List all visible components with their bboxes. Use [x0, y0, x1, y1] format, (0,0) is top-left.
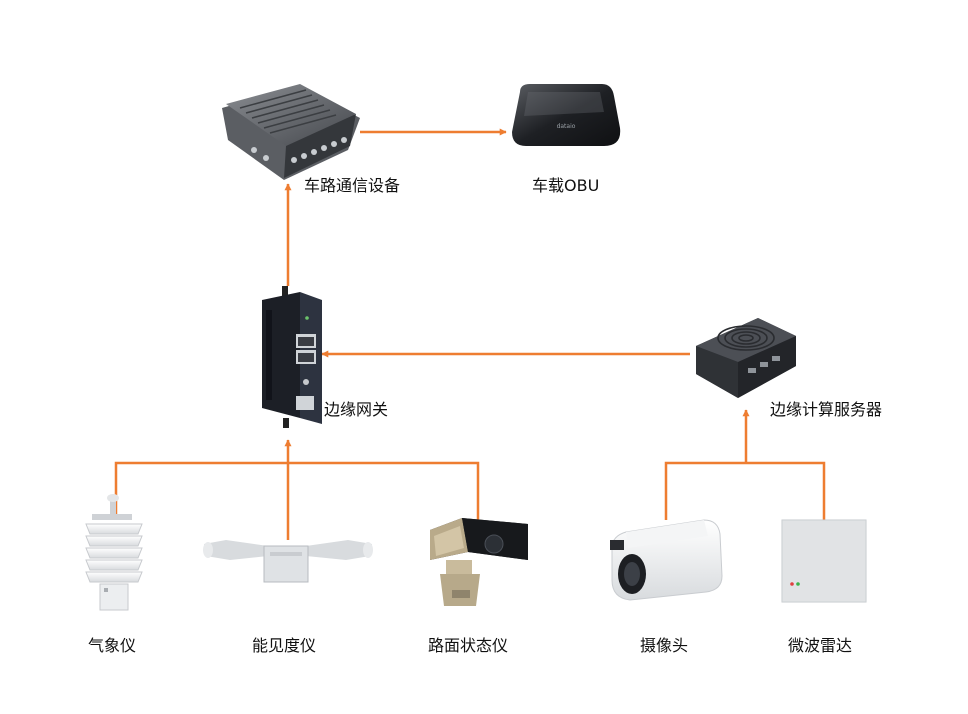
edge-camera-radar-bus [664, 461, 826, 520]
connectors [114, 128, 826, 540]
edge-gateway-icon [262, 286, 322, 428]
road-sensor-icon [430, 518, 528, 606]
obu-logo: dataio [557, 123, 576, 130]
edge-sensor-bus [114, 461, 480, 520]
label-edge-server: 边缘计算服务器 [770, 400, 883, 419]
radar-panel-icon [781, 519, 867, 603]
camera-icon [610, 519, 723, 601]
label-radar: 微波雷达 [788, 636, 853, 655]
label-weather: 气象仪 [88, 636, 137, 655]
rsu-box-icon [222, 84, 360, 180]
label-rsu: 车路通信设备 [304, 176, 401, 195]
label-gateway: 边缘网关 [324, 400, 389, 419]
label-visibility: 能见度仪 [252, 636, 317, 655]
edge-server-icon [696, 318, 796, 398]
weather-station-icon [85, 494, 143, 611]
label-road-state: 路面状态仪 [428, 636, 509, 655]
obu-device-icon: dataio [512, 84, 621, 146]
label-obu: 车载OBU [532, 176, 600, 195]
visibility-meter-icon [203, 540, 373, 583]
label-camera: 摄像头 [640, 636, 689, 655]
